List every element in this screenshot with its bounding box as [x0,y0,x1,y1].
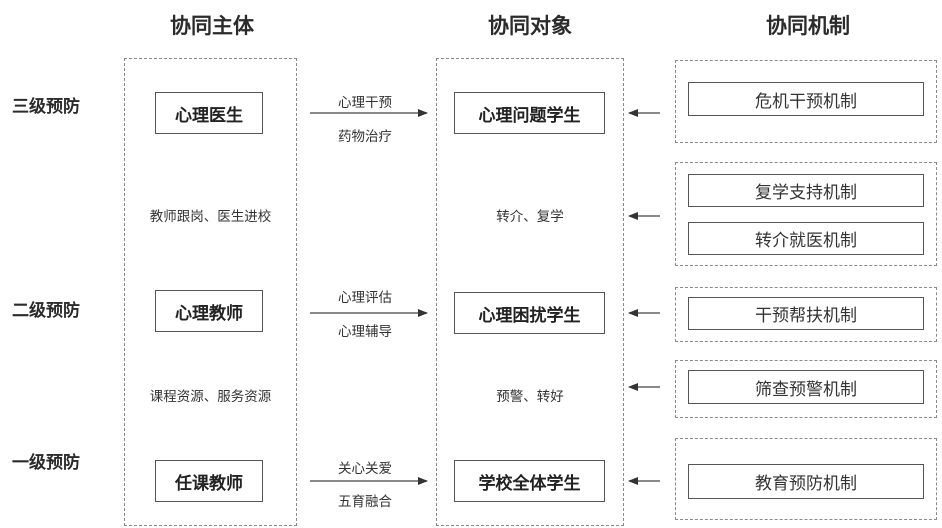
header-targets: 协同对象 [488,14,572,38]
subjects-group [124,58,297,526]
mechanism-group-3 [675,287,937,342]
subject-psychiatrist: 心理医生 [155,92,263,134]
subject-course-teacher: 任课教师 [155,460,263,502]
mechanism-group-2 [675,162,937,266]
mechanism-group-1 [675,60,937,143]
targets-group [436,58,624,526]
subject-link-2-1: 课程资源、服务资源 [149,389,272,405]
header-mechanisms: 协同机制 [766,14,850,38]
action-2-bottom: 心理辅导 [338,324,392,340]
target-all-students: 学校全体学生 [454,460,605,502]
action-3-top: 心理干预 [338,95,392,111]
mechanism-intervention: 干预帮扶机制 [688,297,924,330]
target-link-3-2: 转介、复学 [496,209,564,225]
action-2-top: 心理评估 [338,290,392,306]
mechanism-return-school: 复学支持机制 [688,174,924,207]
header-subjects: 协同主体 [170,14,254,38]
mechanism-crisis: 危机干预机制 [688,82,924,116]
action-1-bottom: 五育融合 [338,494,392,510]
mechanism-education: 教育预防机制 [688,464,924,499]
level-3-label: 三级预防 [12,97,80,117]
mechanism-screening: 筛查预警机制 [688,370,924,404]
target-troubled-students: 心理困扰学生 [454,292,605,334]
level-1-label: 一级预防 [12,453,80,473]
subject-link-3-2: 教师跟岗、医生进校 [149,209,272,225]
mechanism-referral: 转介就医机制 [688,222,924,255]
level-2-label: 二级预防 [12,301,80,321]
target-link-2-1: 预警、转好 [496,389,564,405]
subject-psych-teacher: 心理教师 [155,290,263,332]
action-3-bottom: 药物治疗 [338,129,392,145]
target-problem-students: 心理问题学生 [454,92,605,134]
action-1-top: 关心关爱 [338,461,392,477]
mechanism-group-5 [675,438,937,520]
mechanism-group-4 [675,360,937,418]
